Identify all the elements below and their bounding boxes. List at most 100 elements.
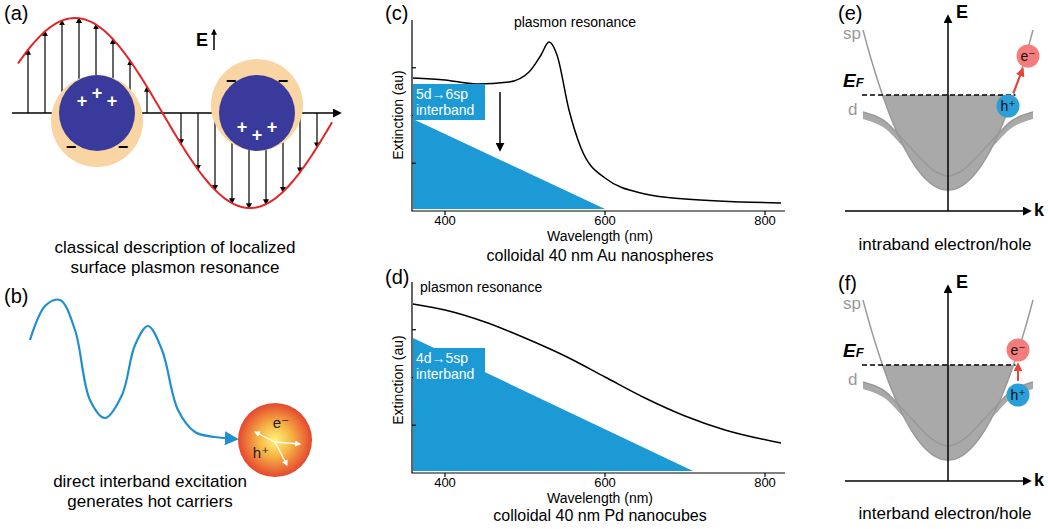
axis-tick — [412, 67, 416, 68]
panel-letter: (b) — [4, 285, 28, 308]
charge-sign: + — [77, 92, 88, 110]
carrier-label: h⁺ — [1000, 99, 1015, 113]
field-arrow — [44, 31, 45, 113]
fermi-level-label: EF — [843, 70, 864, 92]
spectrum-plot — [412, 20, 785, 215]
field-arrow — [146, 87, 147, 113]
axis-symbol: E — [956, 2, 968, 23]
band-diagram — [845, 286, 1033, 481]
axis-symbol: E — [196, 30, 208, 51]
fermi-level — [862, 364, 1015, 365]
carrier-circle: h⁺ — [1006, 383, 1030, 407]
caption: colloidal 40 nm Au nanospheres — [487, 247, 714, 265]
light-wave — [30, 300, 236, 439]
field-arrow — [316, 113, 317, 147]
charge-sign: + — [92, 84, 103, 102]
carrier-disc — [1007, 339, 1030, 362]
axis-tick — [412, 425, 416, 426]
carrier-disc — [1007, 384, 1030, 407]
panel-letter: (d) — [385, 266, 409, 289]
carrier-motion-arrow — [255, 432, 275, 442]
charge-sign: + — [267, 118, 278, 136]
carrier-label: h⁺ — [1010, 388, 1025, 402]
charge-sign: − — [118, 138, 129, 156]
nanoparticle: −−+++ — [212, 57, 302, 157]
carrier-label: e⁻ — [1010, 343, 1025, 357]
charge-sign: − — [226, 72, 237, 90]
fermi-level-label: EF — [843, 340, 864, 362]
energy-axis — [947, 16, 949, 211]
carrier-label: h⁺ — [253, 445, 269, 460]
charge-sign: + — [252, 126, 263, 144]
energy-axis — [947, 286, 949, 481]
extinction-curve — [413, 42, 781, 203]
charge-sign: − — [66, 138, 77, 156]
electric-field-wave — [18, 18, 332, 208]
field-arrow — [180, 113, 181, 144]
band-name: sp — [843, 24, 861, 44]
band-diagram — [845, 16, 1033, 211]
caption: direct interband excitation generates ho… — [30, 472, 270, 511]
excitation-arrow — [1017, 364, 1019, 381]
axis-title: Wavelength (nm) — [547, 490, 653, 506]
interband-panel — [30, 300, 236, 439]
axis-title: Extinction (au) — [390, 70, 406, 159]
axis-symbol: E — [956, 272, 968, 293]
field-arrow — [197, 113, 198, 170]
caption: classical description of localized surfa… — [30, 238, 320, 277]
carrier-circle: e⁻ — [1016, 44, 1040, 68]
carrier-motion-arrow — [275, 442, 300, 444]
caption: interband electron/hole — [859, 504, 1032, 524]
plasmon-panel — [12, 18, 340, 208]
panel-letter: (e) — [838, 2, 862, 25]
tick-label: 800 — [754, 476, 776, 491]
carrier-circle: h⁺ — [996, 94, 1020, 118]
field-direction-arrow — [213, 30, 215, 50]
spectrum-plot — [412, 282, 785, 477]
band-name: d — [848, 370, 857, 390]
carrier-disc — [997, 95, 1020, 118]
caption: intraband electron/hole — [859, 235, 1032, 255]
hot-nanoparticle: e⁻ h⁺ — [237, 402, 313, 478]
excitation-arrow — [1013, 69, 1023, 93]
caption: colloidal 40 nm Pd nanocubes — [493, 507, 706, 525]
pointer-arrow — [499, 92, 501, 150]
carrier-label: e⁻ — [1020, 49, 1035, 63]
charge-sign: + — [237, 118, 248, 136]
panel-letter: (c) — [385, 2, 408, 25]
axis-title: Wavelength (nm) — [547, 228, 653, 244]
transition-label: 5d→6sp interband — [416, 86, 482, 118]
axis-symbol: k — [1034, 470, 1044, 491]
charge-sign: + — [107, 92, 118, 110]
nanoparticle: +++−− — [52, 71, 142, 171]
fermi-level — [862, 94, 1015, 95]
extinction-curve — [413, 304, 781, 443]
charge-sign: − — [278, 72, 289, 90]
axis-title: Extinction (au) — [390, 335, 406, 424]
band-name: d — [848, 100, 857, 120]
particle-shape — [237, 402, 313, 478]
tick-label: 400 — [434, 214, 456, 229]
transition-label: 4d→5sp interband — [416, 350, 482, 382]
charge-halo — [51, 75, 143, 167]
interband-region-label: 5d→6sp interband — [413, 84, 485, 120]
metal-sphere — [238, 403, 312, 477]
panel-letter: (a) — [4, 2, 28, 25]
tick-label: 800 — [754, 214, 776, 229]
band-name: sp — [843, 294, 861, 314]
annotation: plasmon resonance — [420, 279, 542, 295]
momentum-axis — [845, 210, 1030, 212]
charge-halo — [211, 59, 303, 151]
tick-label: 600 — [594, 214, 616, 229]
tick-label: 400 — [434, 476, 456, 491]
annotation: plasmon resonance — [514, 14, 636, 30]
axis-tick — [412, 163, 416, 164]
field-arrow — [27, 50, 28, 113]
panel-letter: (f) — [838, 272, 857, 295]
plot-axes — [412, 282, 785, 473]
axis-symbol: k — [1034, 200, 1044, 221]
carrier-label: e⁻ — [273, 415, 289, 430]
carrier-motion-arrow — [275, 442, 287, 465]
